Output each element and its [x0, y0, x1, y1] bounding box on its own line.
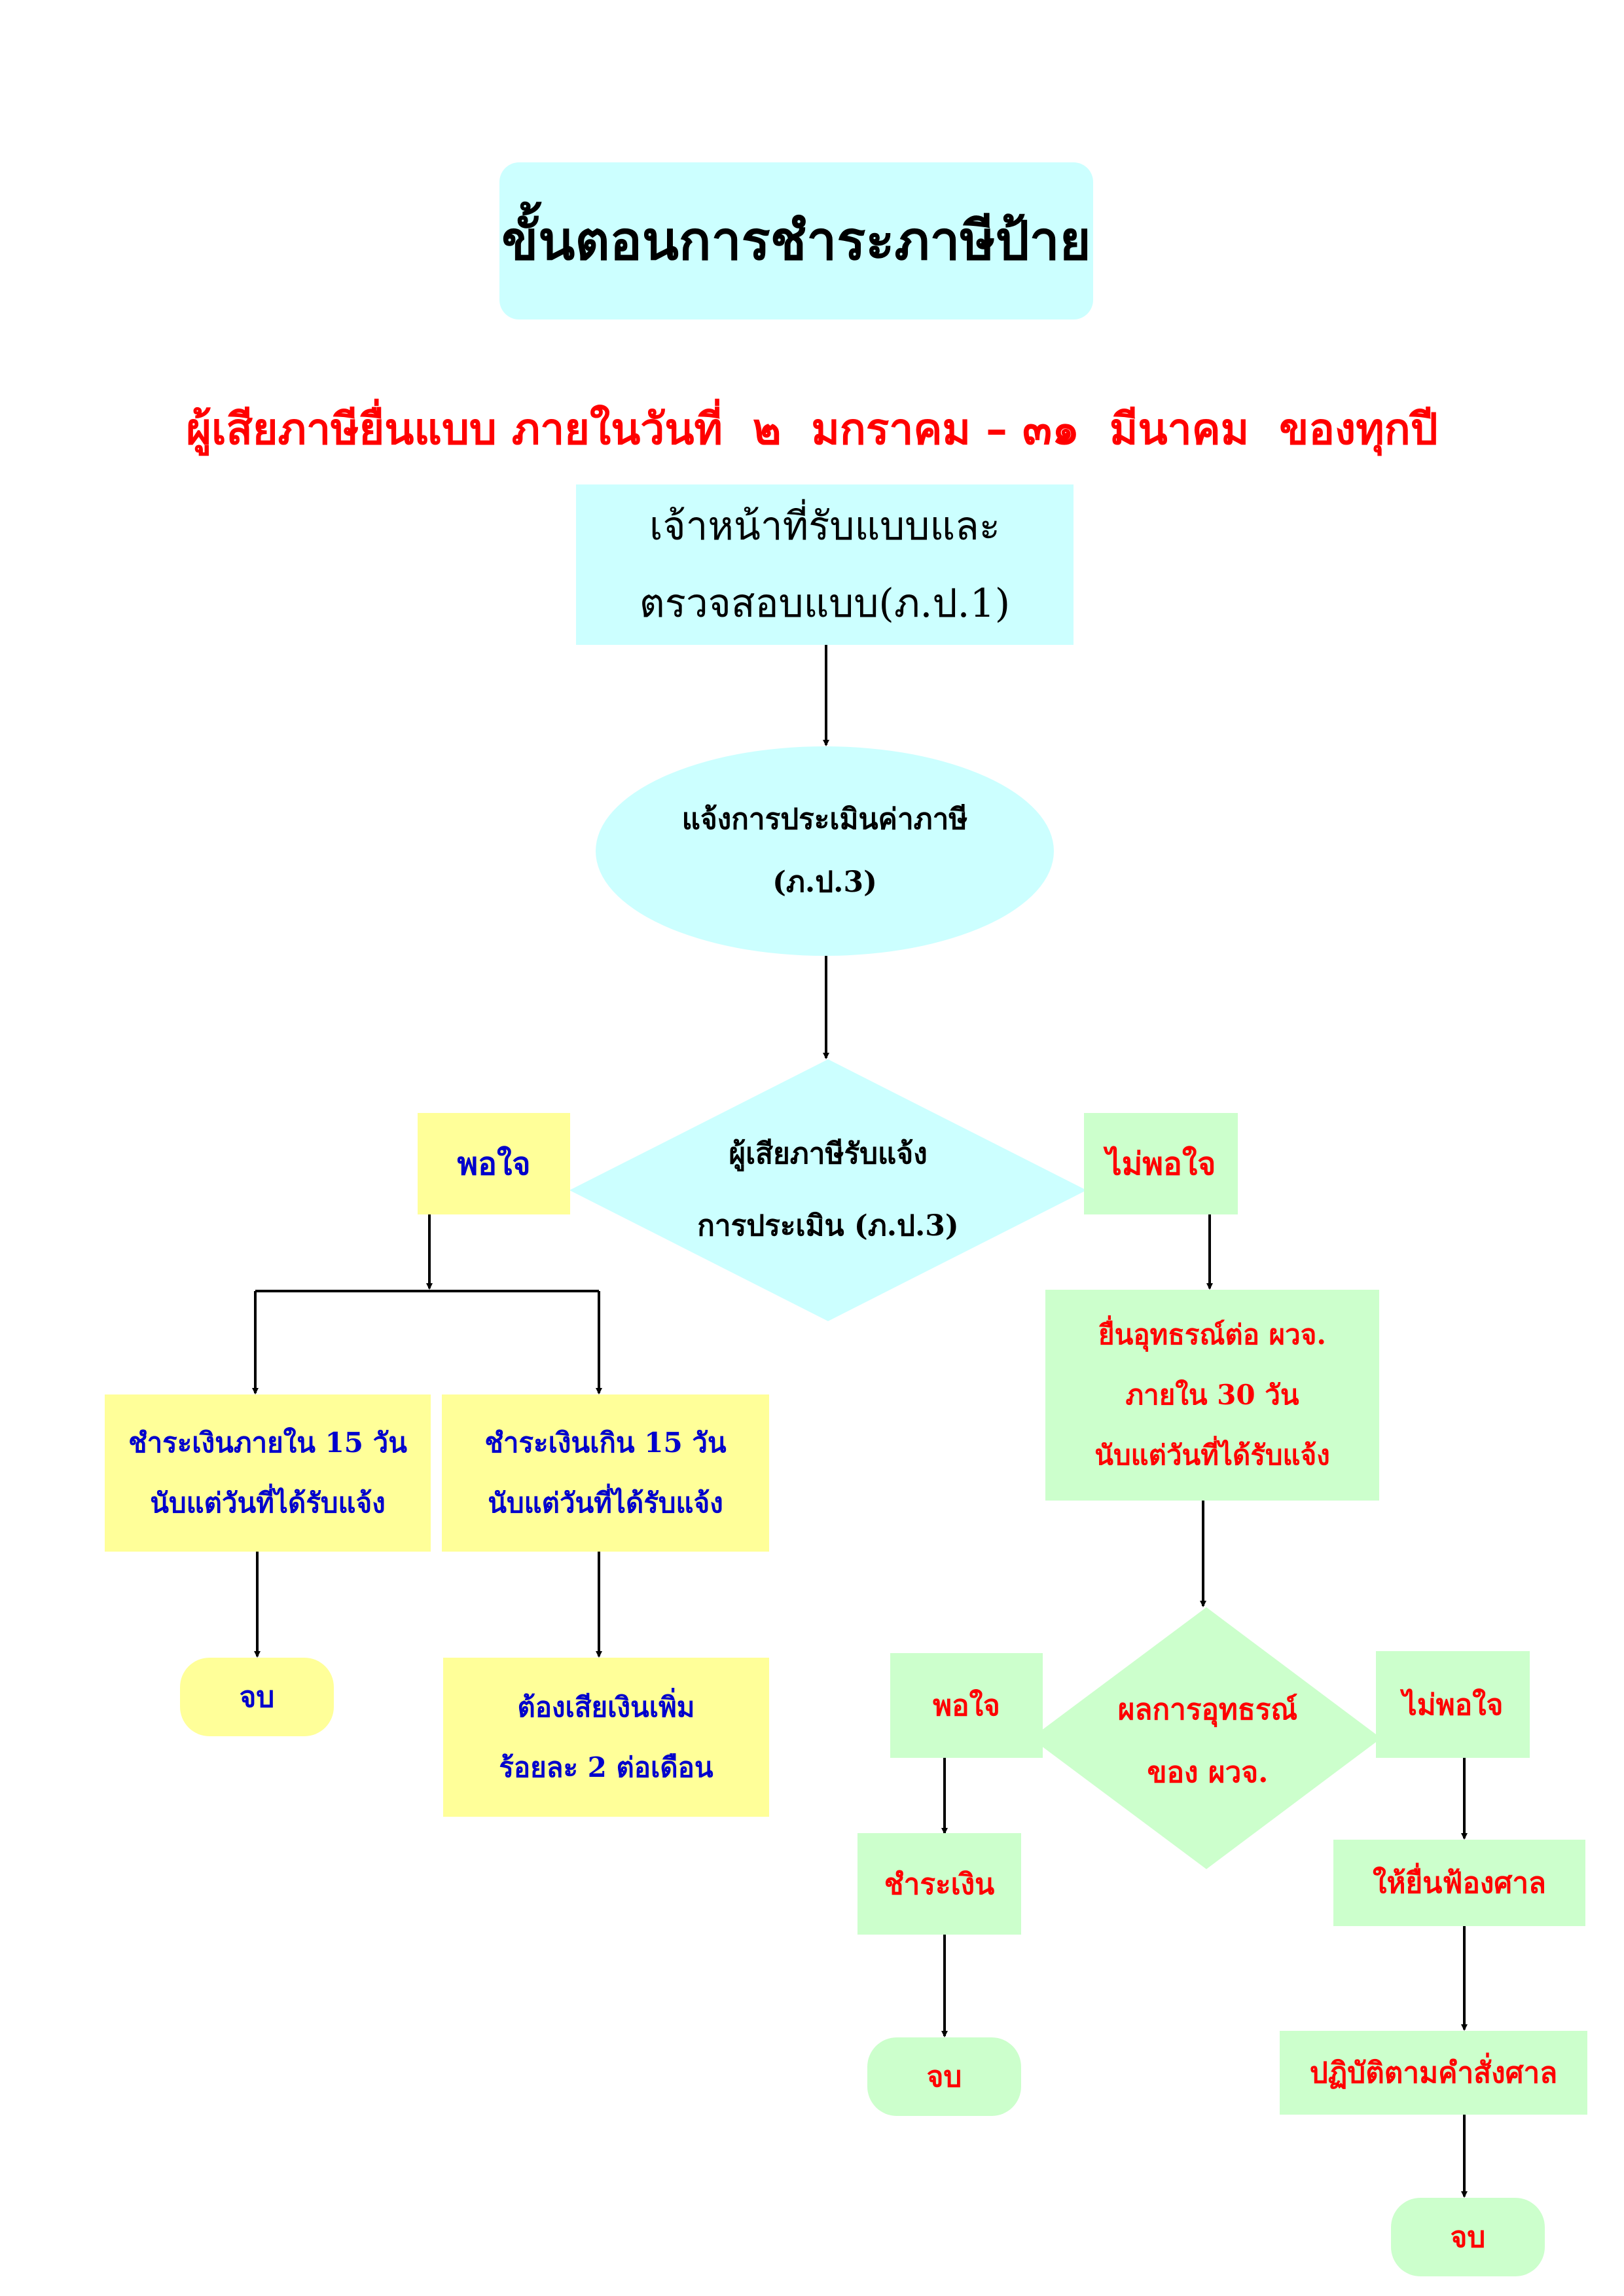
notify-assessment-ellipse: แจ้งการประเมินค่าภาษี (ภ.ป.3)	[596, 746, 1054, 956]
pay-over-line2: นับแต่วันที่ได้รับแจ้ง	[488, 1487, 723, 1519]
decision-taxpayer-line2: การประเมิน (ภ.ป.3)	[697, 1209, 959, 1243]
file-suit-label: ให้ยื่นฟ้องศาล	[1372, 1867, 1546, 1900]
satisfied-label: พอใจ	[457, 1145, 531, 1182]
surcharge-line1: ต้องเสียเงินเพิ่ม	[517, 1690, 695, 1723]
decision-taxpayer-line1: ผู้เสียภาษีรับแจ้ง	[729, 1137, 928, 1171]
appeal-line2: ภายใน 30 วัน	[1125, 1379, 1299, 1411]
receive-form-box: เจ้าหน้าที่รับแบบและ ตรวจสอบแบบ(ภ.ป.1)	[576, 484, 1074, 645]
receive-form-line2: ตรวจสอบแบบ(ภ.ป.1)	[639, 580, 1011, 627]
end-label-2: จบ	[926, 2060, 962, 2094]
notify-assessment-line1: แจ้งการประเมินค่าภาษี	[681, 803, 968, 836]
decision-taxpayer-text: ผู้เสียภาษีรับแจ้ง การประเมิน (ภ.ป.3)	[635, 1113, 1021, 1267]
receive-form-line1: เจ้าหน้าที่รับแบบและ	[649, 503, 1000, 549]
pay-within-box: ชำระเงินภายใน 15 วัน นับแต่วันที่ได้รับแ…	[105, 1394, 431, 1552]
surcharge-box: ต้องเสียเงินเพิ่ม ร้อยละ 2 ต่อเดือน	[443, 1658, 769, 1817]
appeal-box: ยื่นอุทธรณ์ต่อ ผวจ. ภายใน 30 วัน นับแต่ว…	[1045, 1290, 1379, 1501]
pay-money-label: ชำระเงิน	[884, 1867, 995, 1901]
decision-appeal-diamond	[1031, 1607, 1381, 1869]
pay-over-line1: ชำระเงินเกิน 15 วัน	[484, 1427, 727, 1459]
appeal-line1: ยื่นอุทธรณ์ต่อ ผวจ.	[1098, 1319, 1326, 1351]
decision-appeal-text: ผลการอุทธรณ์ ของ ผวจ.	[1080, 1676, 1335, 1807]
pay-money-box: ชำระเงิน	[857, 1833, 1021, 1935]
court-order-label: ปฏิบัติตามคำสั่งศาล	[1309, 2056, 1558, 2090]
notify-assessment-line2: (ภ.ป.3)	[772, 866, 877, 899]
end-label-3: จบ	[1450, 2221, 1486, 2254]
file-suit-box: ให้ยื่นฟ้องศาล	[1333, 1840, 1585, 1926]
decision-appeal-line2: ของ ผวจ.	[1147, 1756, 1269, 1789]
end-terminal-3: จบ	[1391, 2198, 1545, 2276]
decision-taxpayer-diamond	[569, 1059, 1087, 1321]
subtitle-text: ผู้เสียภาษียื่นแบบ ภายในวันที่ ๒ มกราคม …	[186, 403, 1438, 454]
end-terminal-1: จบ	[180, 1658, 334, 1736]
appeal-dissatisfied-label: ไม่พอใจ	[1402, 1688, 1504, 1722]
title-box: ขั้นตอนการชำระภาษีป้าย	[499, 162, 1093, 319]
appeal-line3: นับแต่วันที่ได้รับแจ้ง	[1094, 1439, 1330, 1471]
end-label-1: จบ	[239, 1681, 275, 1714]
court-order-box: ปฏิบัติตามคำสั่งศาล	[1280, 2031, 1587, 2115]
decision-appeal-line1: ผลการอุทธรณ์	[1117, 1693, 1298, 1726]
appeal-satisfied-label: พอใจ	[933, 1689, 1000, 1722]
pay-over-box: ชำระเงินเกิน 15 วัน นับแต่วันที่ได้รับแจ…	[442, 1394, 769, 1552]
page-title: ขั้นตอนการชำระภาษีป้าย	[501, 210, 1091, 272]
dissatisfied-label: ไม่พอใจ	[1106, 1145, 1216, 1182]
end-terminal-2: จบ	[867, 2037, 1021, 2116]
satisfied-box: พอใจ	[418, 1113, 570, 1214]
surcharge-line2: ร้อยละ 2 ต่อเดือน	[499, 1751, 713, 1783]
dissatisfied-box: ไม่พอใจ	[1084, 1113, 1238, 1214]
filing-period-subtitle: ผู้เสียภาษียื่นแบบ ภายในวันที่ ๒ มกราคม …	[0, 393, 1624, 465]
appeal-dissatisfied-box: ไม่พอใจ	[1376, 1651, 1530, 1758]
pay-within-line1: ชำระเงินภายใน 15 วัน	[128, 1427, 407, 1459]
pay-within-line2: นับแต่วันที่ได้รับแจ้ง	[150, 1487, 386, 1519]
appeal-satisfied-box: พอใจ	[890, 1653, 1043, 1758]
